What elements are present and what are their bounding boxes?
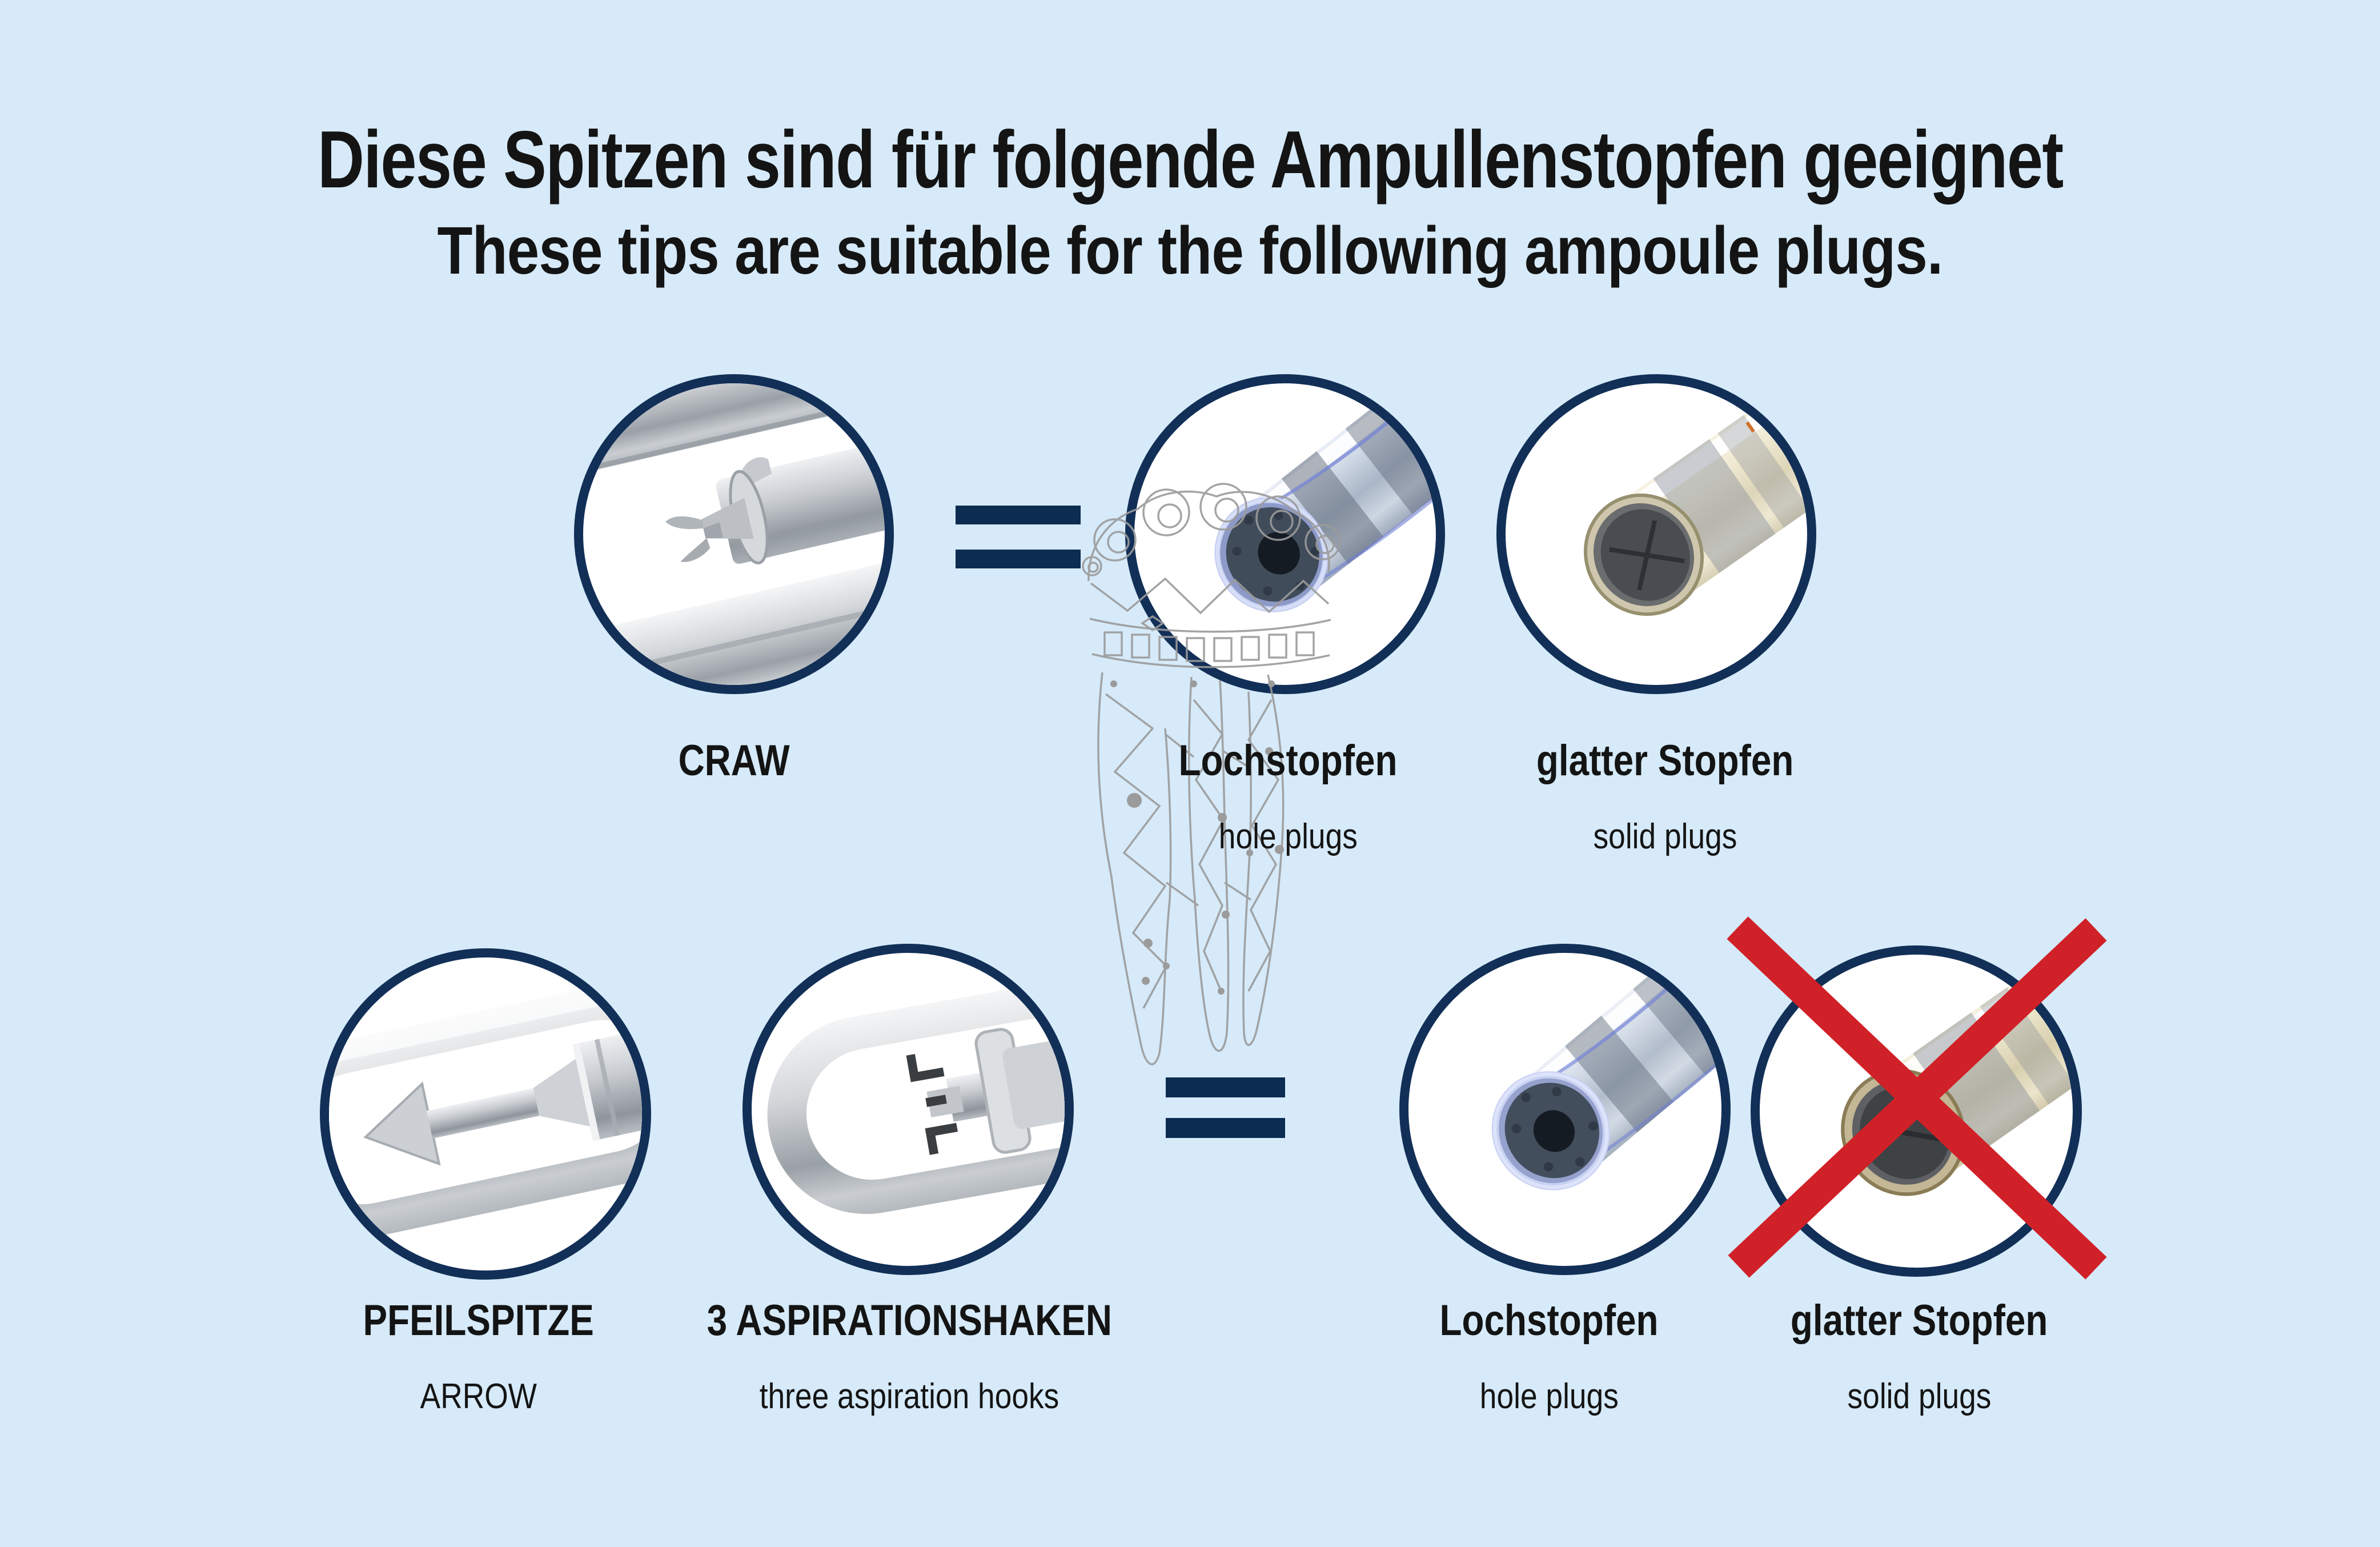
equals-gap: [956, 524, 1081, 550]
label-hole-plug-bottom-en-text: hole plugs: [1479, 1377, 1619, 1416]
aspiration-hooks-photo: [743, 944, 1074, 1275]
label-arrow-de: PFEILSPITZE: [307, 1298, 650, 1344]
label-hole-plug-top-en: hole plugs: [1117, 818, 1459, 855]
label-hooks-en: three aspiration hooks: [652, 1378, 1166, 1415]
page-subtitle-english: These tips are suitable for the followin…: [437, 213, 1944, 288]
equals-bottom-gap: [1166, 1097, 1285, 1118]
label-arrow-en-text: ARROW: [420, 1377, 537, 1416]
label-solid-plug-bottom-en: solid plugs: [1748, 1378, 2090, 1415]
solid-plug-photo-top: 60: [1496, 374, 1816, 694]
arrow-tip-photo: [320, 948, 651, 1280]
hole-plug-photo-bottom: [1399, 944, 1731, 1275]
craw-tip-illustration: [583, 383, 885, 685]
page-title: Diese Spitzen sind für folgende Ampullen…: [0, 117, 2380, 202]
hole-plug-illustration-bottom: [1491, 953, 1721, 1191]
equals-bottom-bar-bottom: [1166, 1118, 1285, 1138]
label-arrow-de-text: PFEILSPITZE: [363, 1296, 595, 1345]
equals-bottom-bar-top: [1166, 1077, 1285, 1097]
page-title-german: Diese Spitzen sind für folgende Ampullen…: [317, 114, 2064, 205]
label-hole-plug-top-en-text: hole plugs: [1218, 817, 1358, 856]
arrow-tip-illustration: [329, 964, 642, 1242]
label-hooks-de-text: 3 ASPIRATIONSHAKEN: [707, 1296, 1112, 1345]
label-hooks-de: 3 ASPIRATIONSHAKEN: [652, 1298, 1166, 1344]
label-hooks-en-text: three aspiration hooks: [759, 1377, 1059, 1416]
label-hole-plug-bottom-en: hole plugs: [1378, 1378, 1720, 1415]
label-solid-plug-bottom-de-text: glatter Stopfen: [1790, 1296, 2048, 1345]
label-solid-plug-top-en-text: solid plugs: [1593, 817, 1737, 856]
label-hole-plug-top-de: Lochstopfen: [1117, 738, 1459, 784]
page-subtitle: These tips are suitable for the followin…: [0, 213, 2380, 288]
label-hole-plug-bottom-de-text: Lochstopfen: [1439, 1296, 1659, 1345]
not-suitable-cross-icon: [1727, 916, 2107, 1280]
label-solid-plug-top-de: glatter Stopfen: [1494, 738, 1836, 784]
equals-icon-bottom: [1166, 1077, 1285, 1138]
equals-bar-bottom: [956, 550, 1081, 568]
craw-tip-photo: [574, 374, 894, 694]
label-solid-plug-bottom-en-text: solid plugs: [1847, 1377, 1991, 1416]
label-craw-text: CRAW: [678, 736, 790, 785]
aspiration-hooks-illustration: [767, 968, 1065, 1215]
equals-icon: [956, 506, 1081, 568]
label-solid-plug-top-de-text: glatter Stopfen: [1536, 736, 1794, 785]
label-solid-plug-bottom-de: glatter Stopfen: [1748, 1298, 2090, 1344]
equals-bar-top: [956, 506, 1081, 524]
label-craw: CRAW: [563, 738, 905, 784]
label-hole-plug-top-de-text: Lochstopfen: [1178, 736, 1398, 785]
solid-plug-illustration-top: 60: [1583, 383, 1807, 616]
label-solid-plug-top-en: solid plugs: [1494, 818, 1836, 855]
label-hole-plug-bottom-de: Lochstopfen: [1378, 1298, 1720, 1344]
label-arrow-en: ARROW: [307, 1378, 650, 1415]
tooth-wireframe-watermark-icon: [1082, 483, 1341, 1065]
